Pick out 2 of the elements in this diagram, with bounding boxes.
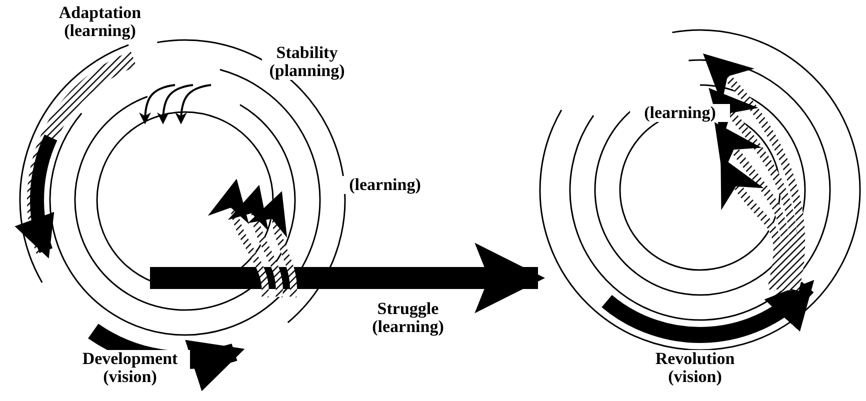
arrow xyxy=(150,242,546,314)
diagram-label: (learning) xyxy=(630,104,730,122)
